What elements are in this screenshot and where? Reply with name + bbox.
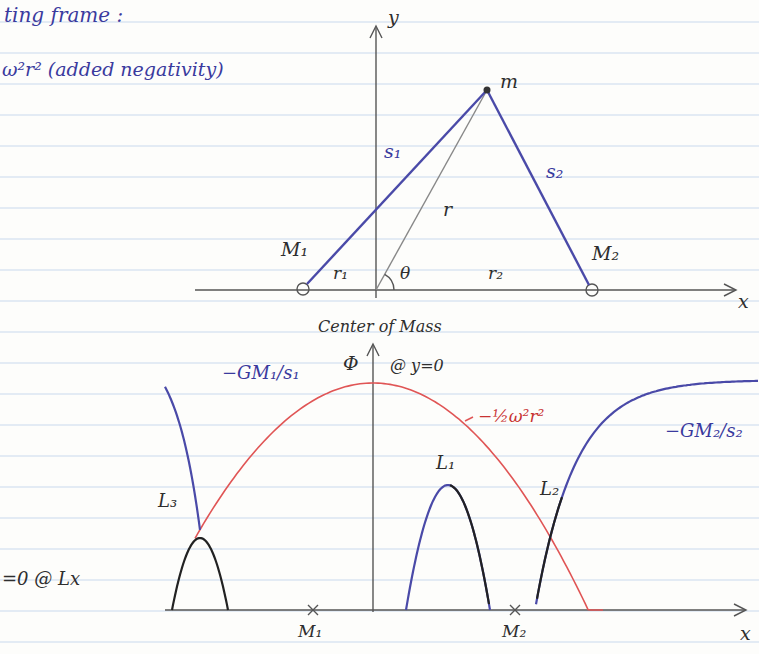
condition-note: @ y=0 (390, 355, 444, 377)
mass-label: M₁ (281, 238, 308, 260)
axis-label: y (388, 6, 399, 28)
lagrange-point: L₃ (158, 490, 177, 512)
axis-label: Φ (343, 352, 359, 374)
mass-label: M₂ (592, 242, 619, 264)
distance-label: r (443, 198, 452, 220)
curve-label: −GM₂/s₂ (665, 420, 743, 442)
mass-label: M₁ (298, 620, 322, 642)
axis-label: x (740, 622, 751, 644)
lagrange-point: L₁ (436, 452, 455, 474)
axis-label: x (738, 290, 749, 312)
mass-label: M₂ (502, 620, 526, 642)
condition-note: =0 @ Lx (2, 568, 80, 590)
distance-label: r₁ (333, 262, 348, 284)
mass-label: m (500, 70, 518, 92)
curve-label: −GM₁/s₁ (222, 362, 300, 384)
distance-label: s₂ (546, 160, 563, 182)
heading-note: ting frame : (4, 4, 123, 26)
curve-label: −½ω²r² (478, 405, 544, 427)
angle-label: θ (400, 262, 410, 284)
lagrange-point: L₂ (540, 478, 559, 500)
distance-label: r₂ (488, 262, 503, 284)
note: ω²r² (added negativity) (2, 58, 224, 80)
distance-label: s₁ (384, 140, 401, 162)
axis-title: Center of Mass (318, 316, 442, 338)
